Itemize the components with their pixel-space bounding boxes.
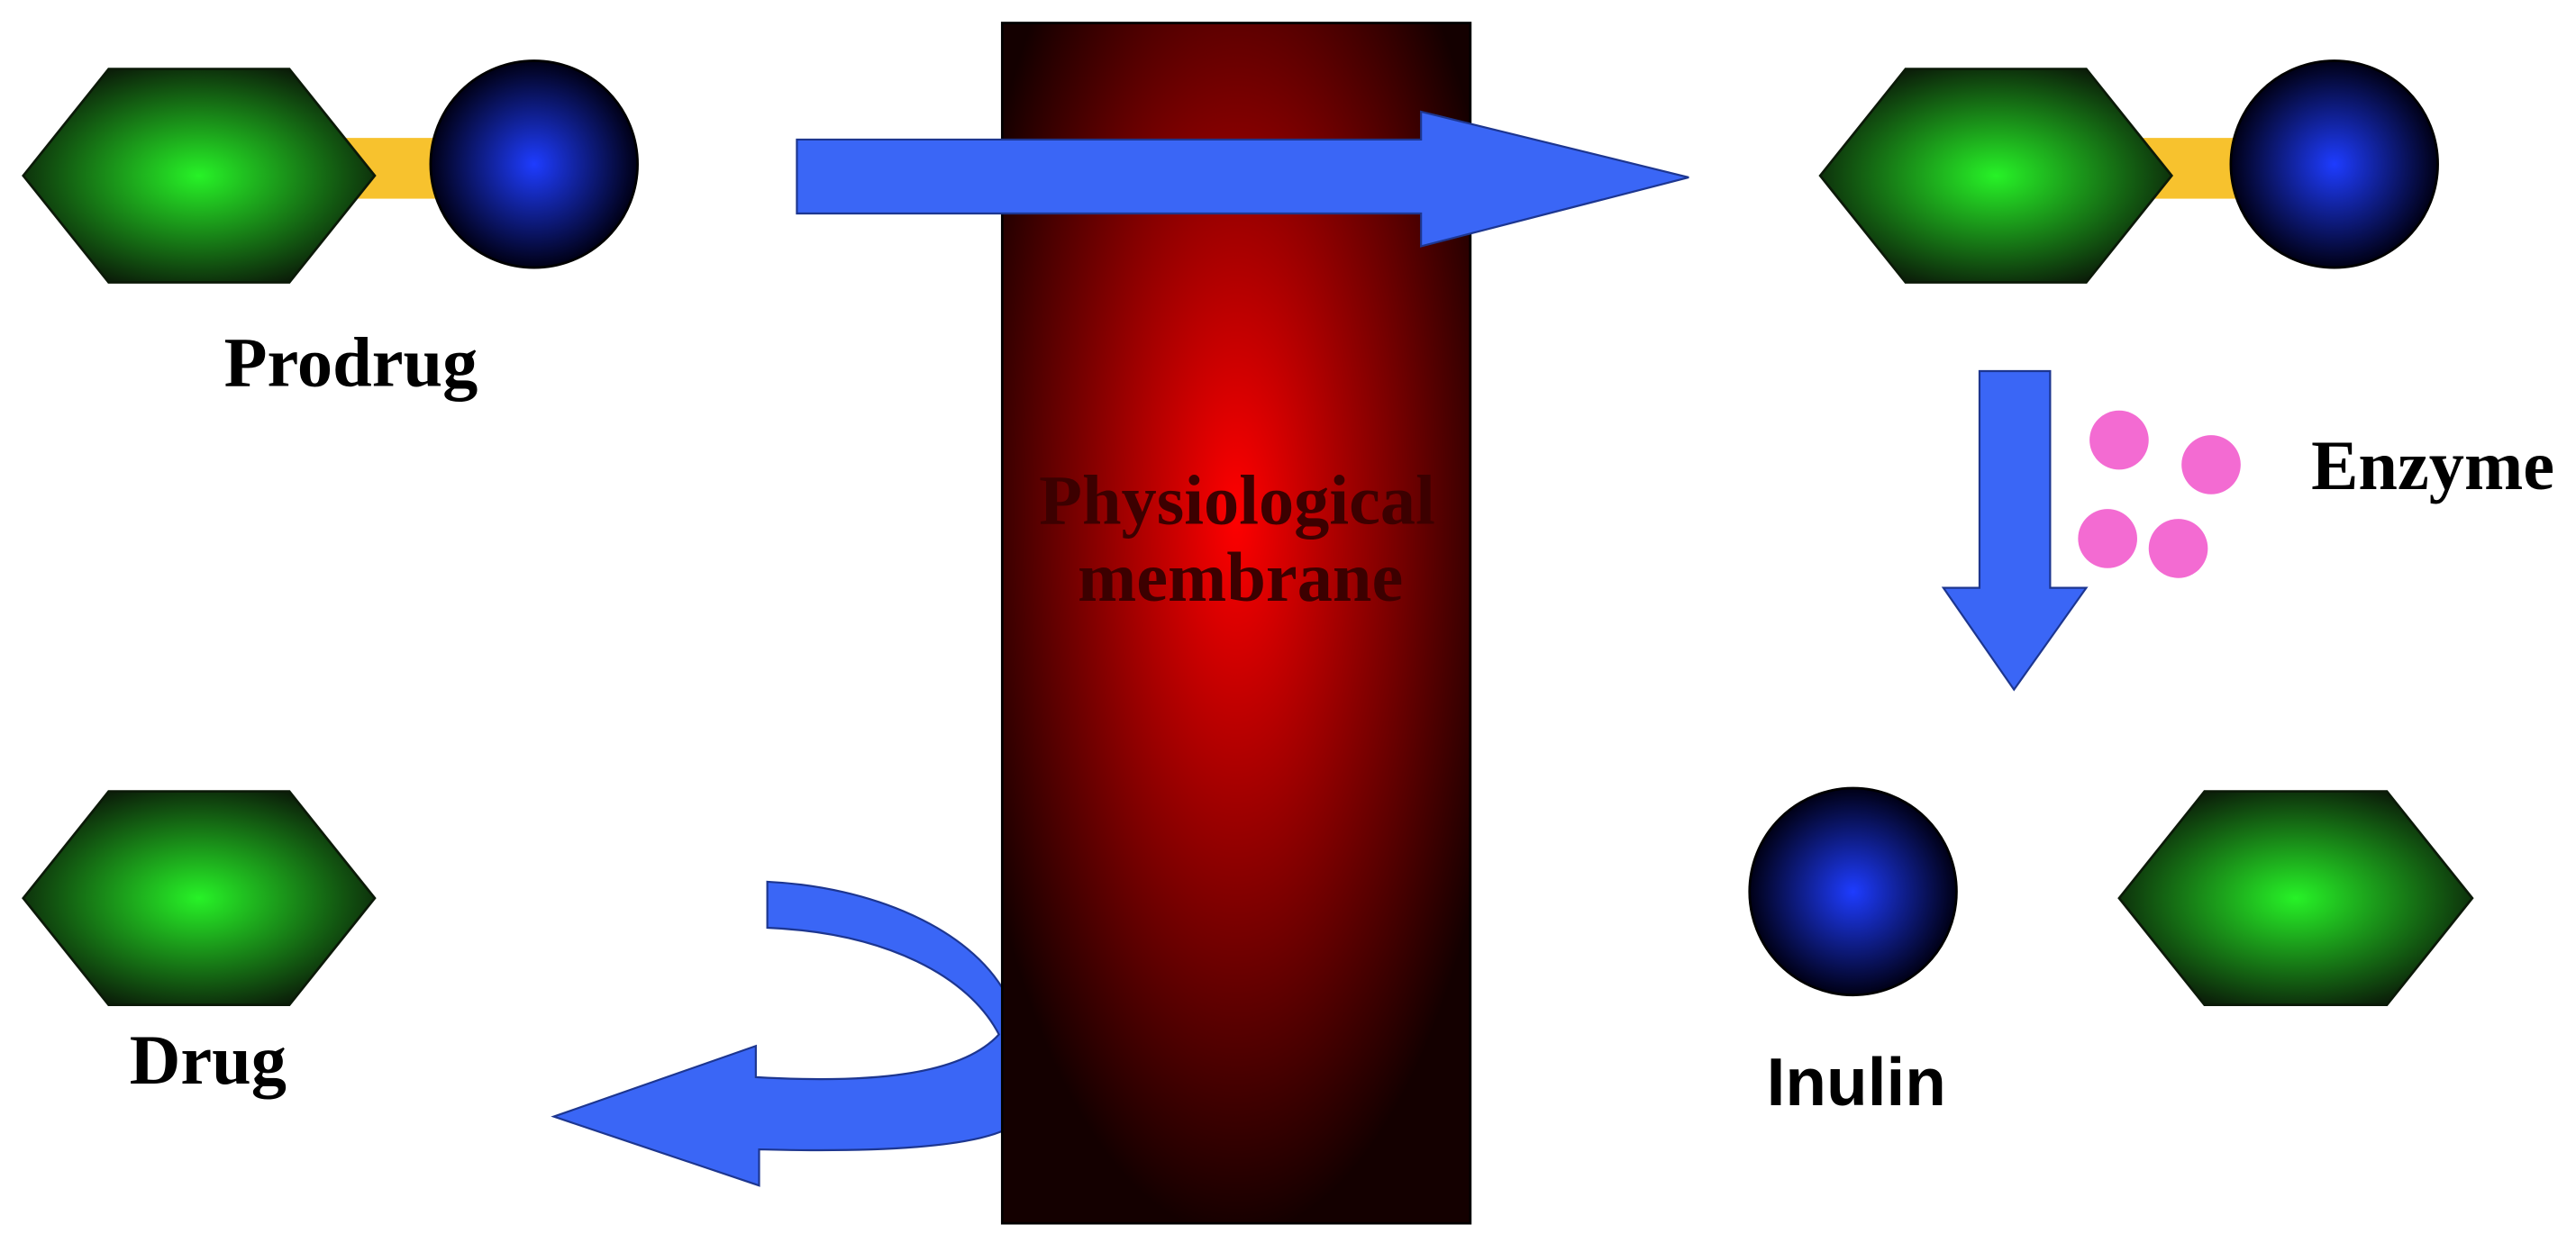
- enzyme-dots: [2078, 410, 2241, 578]
- inulin-label: Inulin: [1767, 1044, 1946, 1120]
- membrane-label-line-2: membrane: [1078, 538, 1403, 616]
- enzyme-label: Enzyme: [2311, 426, 2554, 504]
- enzyme-dot: [2089, 410, 2149, 470]
- curved-return-arrow: [551, 880, 1036, 1187]
- enzymatic-cleavage-arrow: [1941, 369, 2089, 692]
- drug-label: Drug: [130, 1021, 287, 1099]
- physiological-membrane: [1000, 22, 1472, 1225]
- carrier-sphere: [2229, 59, 2439, 269]
- drug-hexagon: [1818, 68, 2174, 284]
- carrier-sphere: [429, 59, 639, 269]
- enzyme-dot: [2078, 509, 2137, 568]
- prodrug-molecule-outside: [22, 59, 639, 284]
- enzyme-dot: [2148, 519, 2208, 578]
- membrane-label-line-1: Physiological: [1039, 461, 1435, 540]
- membrane-crossing-arrow: [796, 110, 1689, 248]
- physiological-membrane-group: Physiological membrane: [1000, 22, 1472, 1225]
- drug-hexagon-outside: [22, 790, 377, 1007]
- prodrug-molecule-inside: [1818, 59, 2439, 284]
- prodrug-label: Prodrug: [224, 322, 478, 401]
- released-drug-hexagon: [2117, 790, 2474, 1007]
- enzyme-dot: [2181, 435, 2241, 494]
- drug-hexagon: [22, 68, 377, 284]
- inulin-sphere: [1748, 786, 1958, 997]
